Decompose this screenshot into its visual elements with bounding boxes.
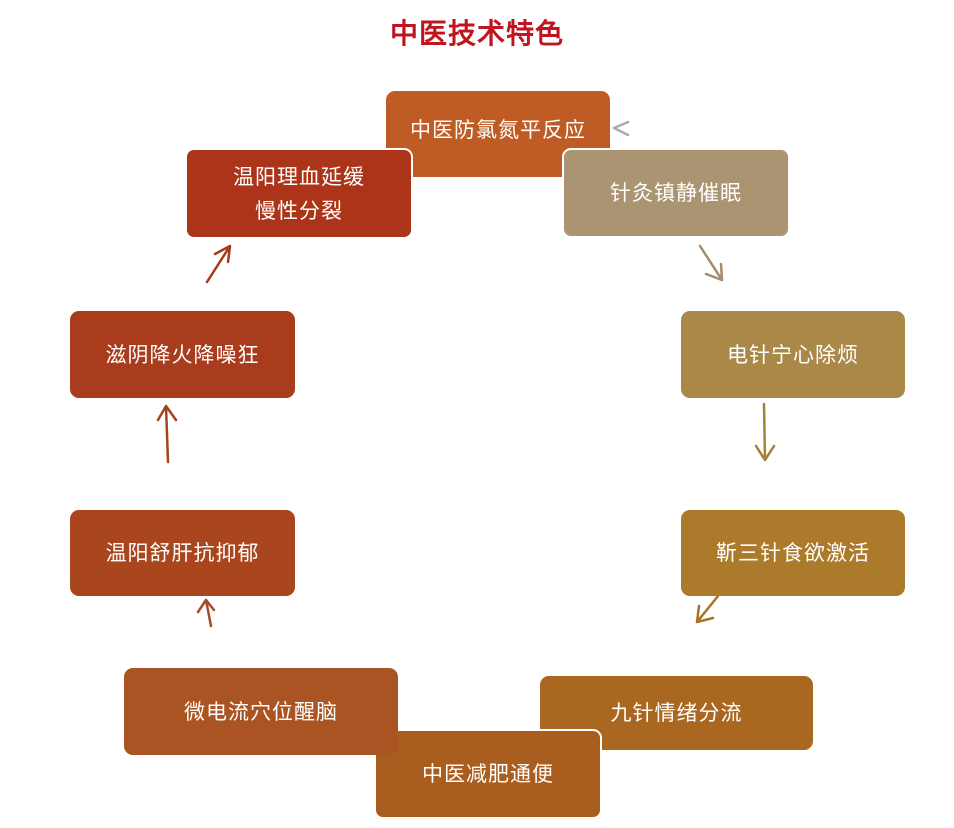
arrow-n8-n9 <box>156 404 178 464</box>
node-label: 针灸镇静催眠 <box>610 181 742 205</box>
node-label: 靳三针食欲激活 <box>716 541 870 565</box>
node-weight-loss: 中医减肥通便 <box>374 729 602 819</box>
node-label: 温阳舒肝抗抑郁 <box>105 541 260 565</box>
node-label-line1: 温阳理血延缓 <box>233 164 365 189</box>
node-label: 电针宁心除烦 <box>727 342 859 367</box>
node-nourish-yin: 滋阴降火降噪狂 <box>70 311 295 398</box>
arrow-n4-n5 <box>695 594 720 624</box>
node-jin-three-needle: 靳三针食欲激活 <box>681 510 905 596</box>
arrow-n3-n4 <box>754 402 776 462</box>
diagram-title: 中医技术特色 <box>389 17 564 50</box>
node-warm-yang-blood: 温阳理血延缓 慢性分裂 <box>185 148 413 239</box>
arrow-n9-n10 <box>205 244 232 284</box>
node-label: 九针情绪分流 <box>610 701 743 725</box>
arrow-n2-n3 <box>698 244 724 282</box>
node-label-line2: 慢性分裂 <box>255 198 343 223</box>
arrow-to-n1 <box>612 120 630 137</box>
node-liver-antidepressant: 温阳舒肝抗抑郁 <box>70 510 295 596</box>
node-label: 中医防氯氮平反应 <box>410 118 586 142</box>
node-microcurrent-awaken: 微电流穴位醒脑 <box>124 668 398 755</box>
node-acupuncture-sedation: 针灸镇静催眠 <box>562 148 790 238</box>
node-label: 微电流穴位醒脑 <box>184 699 338 724</box>
node-label: 滋阴降火降噪狂 <box>105 342 260 367</box>
node-label: 中医减肥通便 <box>422 762 554 786</box>
arrow-n7-n8 <box>196 598 216 628</box>
node-electroacupuncture: 电针宁心除烦 <box>681 311 905 398</box>
